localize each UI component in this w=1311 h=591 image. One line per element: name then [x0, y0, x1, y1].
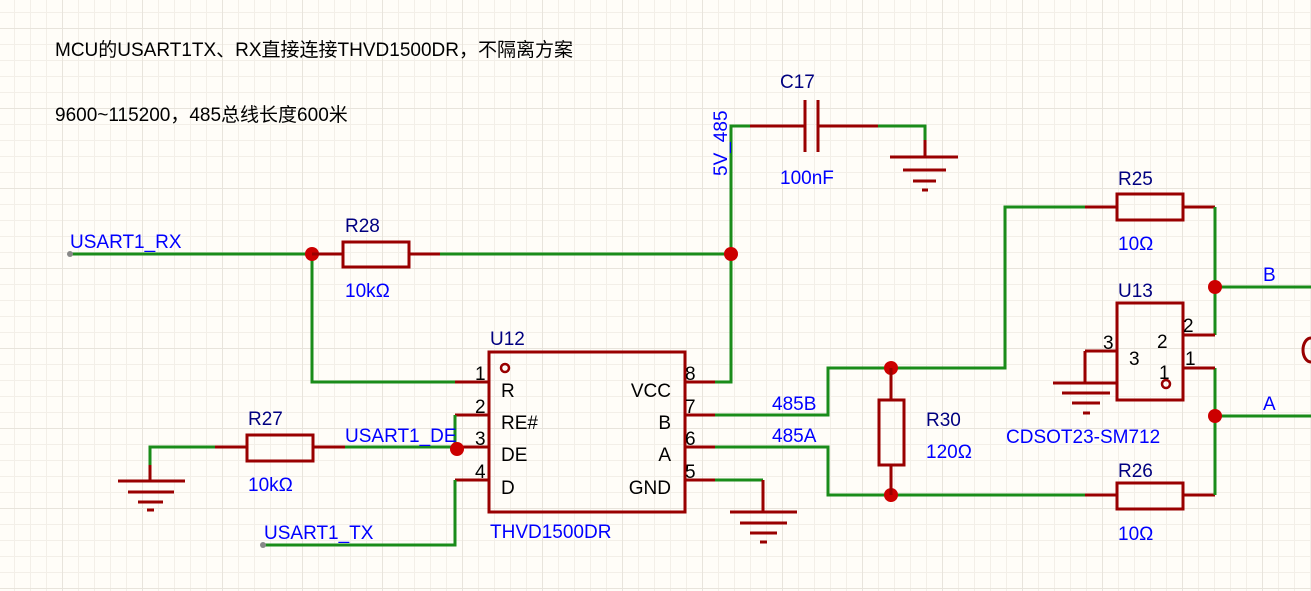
r26-value: 10Ω — [1118, 524, 1153, 545]
net-label-5v-485: 5V_485 — [711, 110, 732, 176]
net-label-usart1-rx: USART1_RX — [70, 232, 182, 253]
resistor-r30[interactable] — [877, 368, 906, 495]
u12-value: THVD1500DR — [490, 522, 611, 543]
r26-designator: R26 — [1118, 461, 1153, 482]
u12-pin-6-name: A — [658, 445, 671, 466]
net-label-485b: 485B — [772, 394, 816, 415]
r28-value: 10kΩ — [345, 281, 390, 302]
net-label-485a: 485A — [772, 426, 817, 447]
r28-designator: R28 — [345, 216, 380, 237]
capacitor-c17[interactable] — [750, 100, 927, 157]
c17-value: 100nF — [780, 168, 834, 189]
r25-value: 10Ω — [1118, 234, 1153, 255]
u12-pin-1-name: R — [501, 381, 515, 402]
resistor-r27[interactable] — [148, 433, 345, 465]
partial-component-edge — [1301, 336, 1311, 364]
u12-pin-4-name: D — [501, 478, 515, 499]
u12-pin-1-number: 1 — [475, 364, 486, 385]
u13-pin-3-name: 3 — [1129, 349, 1140, 370]
u12-pin-8-number: 8 — [685, 364, 696, 385]
u12-pin-3-name: DE — [501, 445, 527, 466]
r25-designator: R25 — [1118, 169, 1153, 190]
u13-pin-3-number: 3 — [1103, 333, 1114, 354]
u12-pin-2-name: RE# — [501, 413, 538, 434]
net-a[interactable] — [1208, 368, 1311, 495]
u13-pin-1-number: 1 — [1185, 349, 1196, 370]
u13-value: CDSOT23-SM712 — [1006, 427, 1160, 448]
ground-symbol-r27 — [118, 465, 185, 512]
ground-symbol-u12 — [715, 478, 797, 544]
ground-symbol-u13 — [1053, 381, 1117, 415]
net-usart1-rx[interactable] — [67, 247, 731, 384]
net-usart1-de[interactable] — [345, 415, 464, 456]
u12-pin-5-name: GND — [629, 478, 671, 499]
u12-designator: U12 — [490, 329, 525, 350]
net-485a[interactable] — [715, 445, 1085, 502]
ground-symbol-c17 — [890, 155, 958, 192]
u12-pin-6-number: 6 — [685, 429, 696, 450]
net-label-b: B — [1263, 265, 1276, 286]
resistor-r26[interactable] — [1085, 481, 1215, 511]
net-5v-485[interactable] — [715, 124, 750, 384]
net-usart1-tx[interactable] — [260, 480, 457, 548]
net-b[interactable] — [1208, 207, 1311, 335]
r27-value: 10kΩ — [248, 475, 293, 496]
note-line-1: MCU的USART1TX、RX直接连接THVD1500DR，不隔离方案 — [55, 39, 573, 61]
ic-u12[interactable] — [455, 350, 715, 514]
r30-value: 120Ω — [926, 442, 972, 463]
u12-pin-5-number: 5 — [685, 462, 696, 483]
u12-pin-4-number: 4 — [475, 462, 486, 483]
tvs-u13[interactable] — [1083, 301, 1215, 402]
resistor-r28[interactable] — [312, 240, 440, 269]
u12-pin-7-name: B — [658, 413, 671, 434]
r30-designator: R30 — [926, 410, 961, 431]
u12-pin-8-name: VCC — [631, 381, 671, 402]
u13-designator: U13 — [1118, 281, 1153, 302]
u13-pin-2-number: 2 — [1183, 316, 1194, 337]
note-line-2: 9600~115200，485总线长度600米 — [55, 104, 348, 126]
net-label-usart1-de: USART1_DE — [345, 426, 457, 447]
r27-designator: R27 — [248, 409, 283, 430]
u12-pin-7-number: 7 — [685, 397, 696, 418]
resistor-r25[interactable] — [1085, 192, 1215, 222]
net-label-usart1-tx: USART1_TX — [264, 523, 374, 544]
u12-pin-3-number: 3 — [475, 429, 486, 450]
u13-pin-2-name: 2 — [1157, 332, 1168, 353]
net-label-a: A — [1263, 394, 1276, 415]
u12-pin-2-number: 2 — [475, 397, 486, 418]
c17-designator: C17 — [780, 72, 815, 93]
net-485b[interactable] — [715, 205, 1085, 417]
u13-pin-1-name: 1 — [1159, 363, 1170, 384]
